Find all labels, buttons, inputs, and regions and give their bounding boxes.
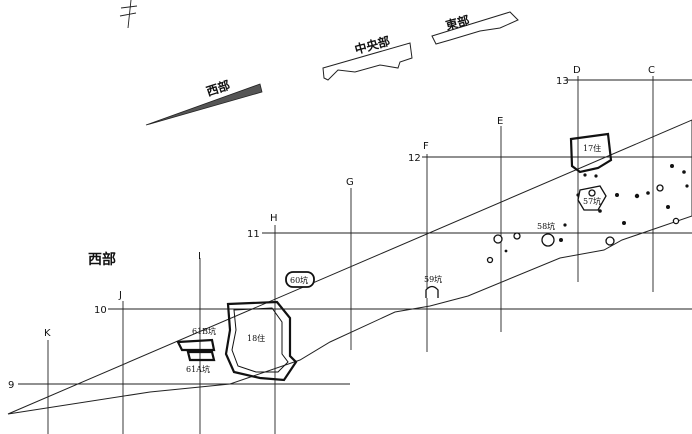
grid-lines (18, 76, 692, 434)
dwelling-18 (224, 300, 298, 382)
feature-label-61b: 61B坑 (192, 326, 216, 336)
excavation-outline (7, 119, 692, 415)
feature-label-17: 17住 (583, 143, 601, 153)
post-holes (486, 164, 689, 264)
dwelling-17 (569, 132, 613, 174)
pit-57 (577, 185, 607, 211)
dwelling-18-inner (231, 307, 289, 373)
grid-col-label-d: D (573, 65, 581, 76)
feature-label-61a: 61A坑 (186, 364, 210, 374)
pit-59 (425, 285, 439, 298)
grid-col-label-j: J (118, 290, 122, 301)
feature-label-59: 59坑 (424, 274, 442, 284)
grid-col-label-f: F (423, 141, 429, 152)
feature-label-58: 58坑 (537, 221, 555, 231)
east-key-label: 東部 (444, 12, 471, 33)
grid-col-label-h: H (270, 213, 278, 224)
central-section-key-shape (322, 42, 413, 81)
feature-label-18: 18住 (247, 333, 265, 343)
grid-col-label-k: K (44, 328, 51, 339)
pit-60 (285, 271, 315, 288)
north-arrow-icon (119, 0, 138, 29)
grid-row-label-10: 10 (94, 305, 107, 316)
west-section-title: 西部 (88, 251, 116, 268)
grid-col-label-c: C (648, 65, 655, 76)
grid-col-label-g: G (346, 177, 354, 188)
pit-58 (541, 233, 555, 247)
grid-row-label-12: 12 (408, 153, 421, 164)
pit-57-inner (588, 189, 596, 197)
west-key-label: 西部 (204, 77, 231, 99)
feature-label-60: 60坑 (290, 275, 308, 285)
grid-row-label-11: 11 (247, 229, 260, 240)
grid-row-label-13: 13 (556, 76, 569, 87)
grid-row-label-9: 9 (8, 380, 14, 391)
grid-col-label-e: E (497, 116, 503, 127)
pit-61a (186, 350, 216, 362)
pit-61b (176, 338, 216, 352)
east-section-key-shape (431, 11, 519, 45)
west-section-key-shape (145, 83, 263, 126)
grid-col-label-i: I (198, 251, 201, 262)
feature-label-57: 57坑 (583, 196, 601, 206)
